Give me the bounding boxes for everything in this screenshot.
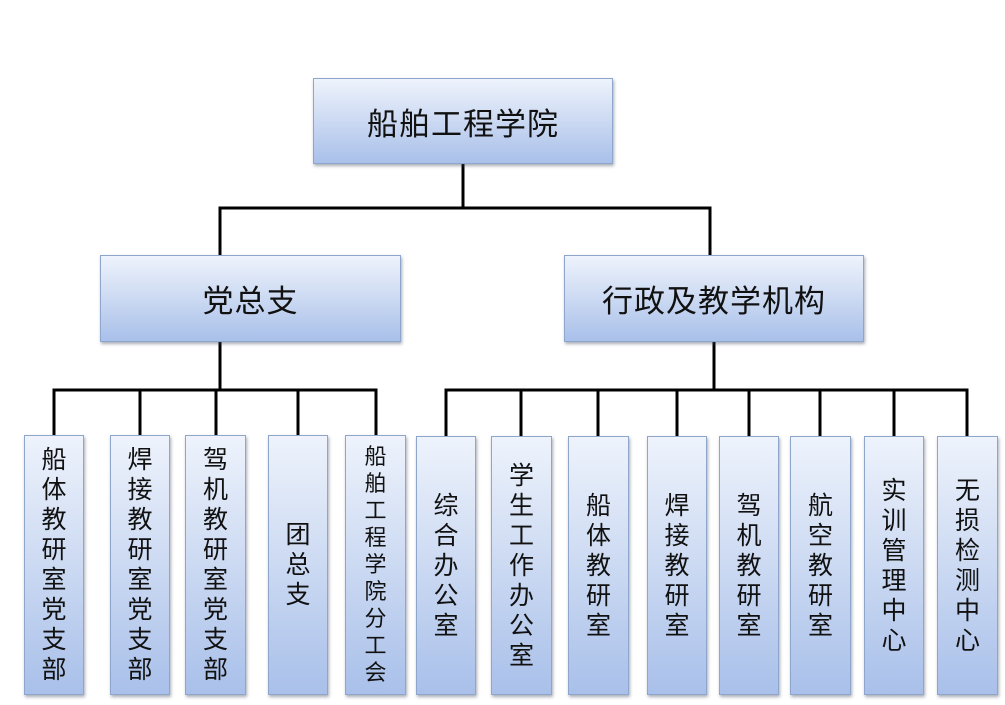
unit-label: 焊接教研室 [664, 490, 690, 640]
party-unit-node: 团总支 [268, 435, 328, 695]
admin-unit-node: 综合办公室 [416, 436, 476, 695]
admin-unit-node: 无损检测中心 [937, 436, 998, 695]
branch-node-admin: 行政及教学机构 [564, 255, 864, 342]
unit-label: 船舶工程学院分工会 [364, 444, 387, 686]
unit-label: 航空教研室 [808, 490, 834, 640]
admin-unit-node: 驾机教研室 [719, 436, 779, 695]
party-unit-node: 焊接教研室党支部 [110, 435, 170, 695]
unit-label: 团总支 [285, 520, 311, 609]
admin-unit-node: 焊接教研室 [647, 436, 707, 695]
party-unit-node: 船舶工程学院分工会 [345, 435, 406, 695]
party-unit-node: 驾机教研室党支部 [185, 435, 246, 695]
branch-label: 党总支 [202, 284, 299, 320]
admin-unit-node: 实训管理中心 [864, 436, 924, 695]
admin-unit-node: 航空教研室 [790, 436, 851, 695]
unit-label: 综合办公室 [433, 490, 459, 640]
branch-node-party: 党总支 [100, 255, 401, 342]
unit-label: 焊接教研室党支部 [127, 445, 153, 684]
unit-label: 实训管理中心 [881, 475, 907, 655]
party-unit-node: 船体教研室党支部 [24, 435, 84, 695]
unit-label: 驾机教研室党支部 [203, 445, 229, 684]
unit-label: 船体教研室 [586, 490, 612, 640]
root-node: 船舶工程学院 [313, 78, 613, 164]
admin-unit-node: 学生工作办公室 [491, 436, 552, 695]
root-label: 船舶工程学院 [367, 106, 559, 143]
unit-label: 学生工作办公室 [509, 460, 535, 670]
unit-label: 驾机教研室 [736, 490, 762, 640]
unit-label: 船体教研室党支部 [41, 445, 67, 684]
admin-unit-node: 船体教研室 [568, 436, 629, 695]
branch-label: 行政及教学机构 [602, 284, 826, 320]
unit-label: 无损检测中心 [955, 475, 981, 655]
